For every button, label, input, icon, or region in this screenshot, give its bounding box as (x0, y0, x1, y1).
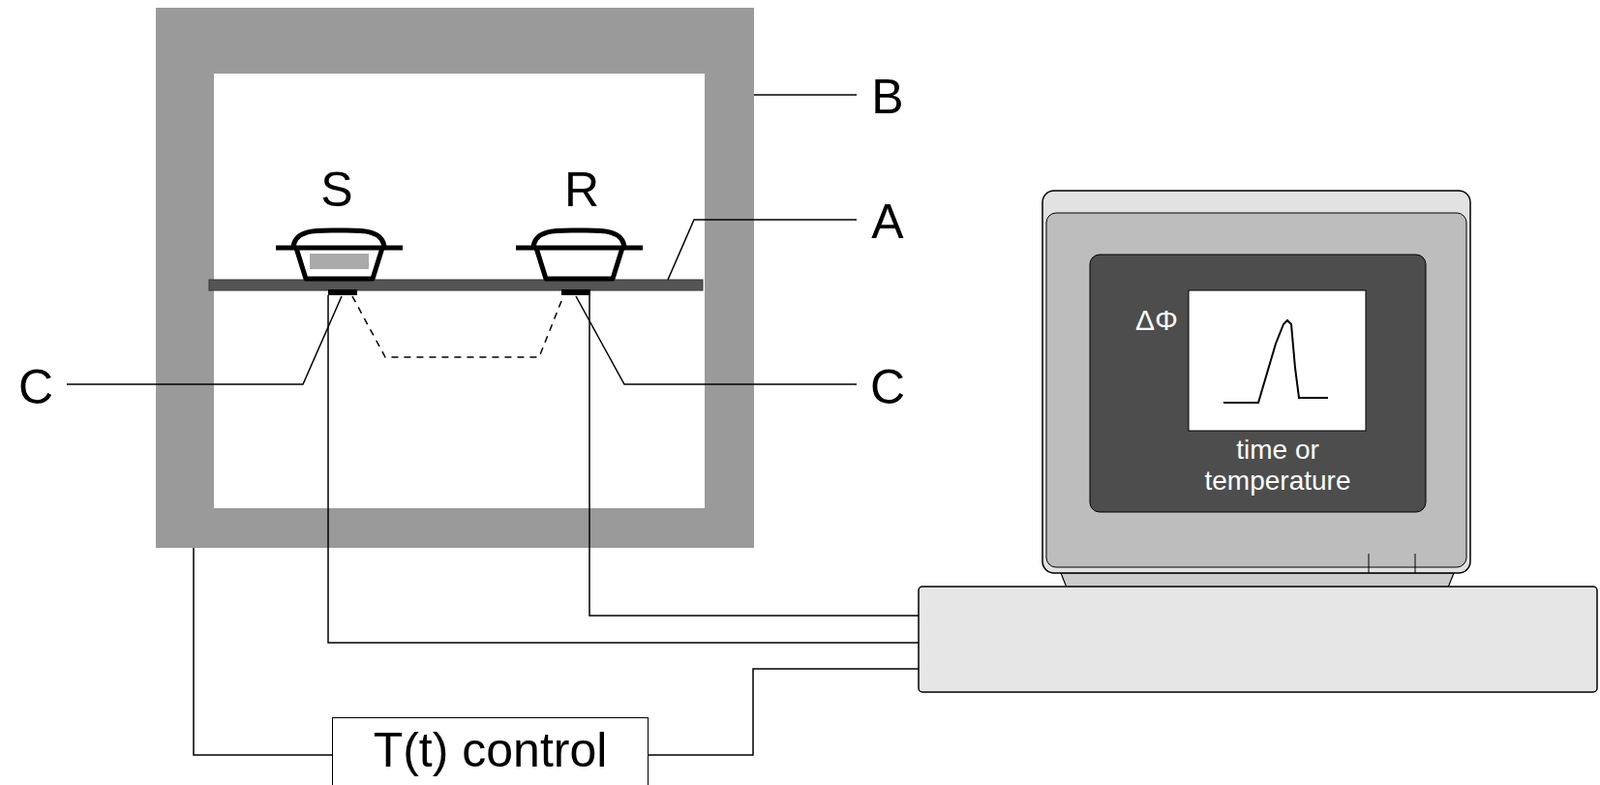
monitor-button (1415, 553, 1417, 574)
part-label: C (870, 362, 906, 412)
dsc-peak-curve (1223, 320, 1329, 403)
part-label: B (871, 72, 904, 121)
control-label: T(t) control (332, 718, 648, 775)
sample (309, 253, 369, 270)
leader-lines (66, 94, 857, 385)
plot-area (1188, 290, 1366, 431)
part-label: A (871, 197, 904, 246)
sample-crucible (275, 230, 403, 279)
screen (1089, 254, 1426, 513)
axis-label: time or temperature (1180, 434, 1375, 497)
monitor-bezel (1046, 212, 1467, 568)
control-box: T(t) control (332, 717, 649, 785)
monitor-case (1042, 190, 1471, 574)
sensor (561, 289, 591, 296)
sensor-plate (209, 279, 703, 291)
reference-label: R (564, 165, 600, 214)
part-label: C (18, 362, 54, 412)
monitor-button (1368, 553, 1370, 574)
thermocouple-link (352, 296, 564, 358)
wires (193, 295, 919, 755)
sensor (328, 289, 358, 296)
computer-base (918, 586, 1598, 693)
sample-label: S (320, 165, 353, 214)
furnace-wall (155, 7, 755, 548)
monitor-stand (1060, 573, 1454, 588)
axis-label: ΔΦ (1135, 305, 1178, 335)
reference-crucible (515, 230, 643, 279)
